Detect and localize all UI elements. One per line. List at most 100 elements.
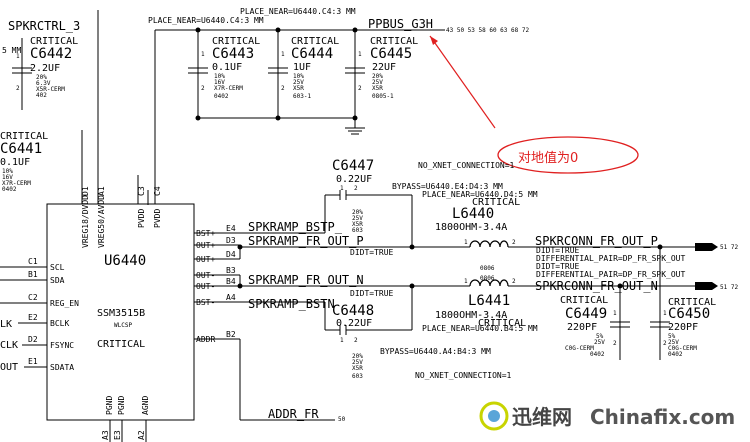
- cap-c6445: CRITICAL C6445 22UF 20% 25V X5R 0805-1 1…: [358, 36, 418, 100]
- ppbus-net-label: PPBUS_G3H: [368, 17, 433, 31]
- svg-text:ADDR: ADDR: [196, 335, 215, 344]
- svg-text:25V: 25V: [372, 79, 383, 86]
- svg-text:CRITICAL: CRITICAL: [291, 36, 339, 47]
- svg-text:2: 2: [201, 85, 205, 92]
- inductor-l6440: [469, 240, 509, 248]
- svg-text:1: 1: [281, 51, 285, 58]
- svg-text:DIFFERENTIAL_PAIR=DP_FR_SPK_OU: DIFFERENTIAL_PAIR=DP_FR_SPK_OUT: [536, 270, 685, 279]
- svg-text:CRITICAL: CRITICAL: [478, 318, 526, 329]
- svg-text:220PF: 220PF: [567, 322, 597, 333]
- svg-text:220PF: 220PF: [668, 322, 698, 333]
- ppbus-refs: 43 50 53 58 60 63 68 72: [446, 27, 529, 34]
- annotation-text: 对地值为0: [518, 150, 578, 166]
- svg-text:C6441: C6441: [0, 141, 42, 157]
- svg-text:25V: 25V: [668, 339, 679, 346]
- svg-text:C6443: C6443: [212, 46, 254, 62]
- svg-text:1: 1: [663, 310, 667, 317]
- no-xnet-top: NO_XNET_CONNECTION=1: [418, 161, 515, 170]
- svg-text:25V: 25V: [352, 215, 363, 222]
- svg-text:2: 2: [354, 337, 358, 344]
- svg-text:0806: 0806: [480, 265, 495, 272]
- svg-text:CRITICAL: CRITICAL: [668, 297, 716, 308]
- svg-text:A3: A3: [101, 430, 110, 440]
- svg-text:FSYNC: FSYNC: [50, 341, 74, 350]
- svg-text:OUT: OUT: [0, 362, 18, 373]
- svg-text:2: 2: [663, 340, 667, 347]
- svg-text:L6441: L6441: [468, 293, 510, 309]
- svg-text:B2: B2: [226, 330, 236, 339]
- svg-text:1: 1: [613, 310, 617, 317]
- svg-text:X5R: X5R: [293, 85, 304, 92]
- svg-text:CRITICAL: CRITICAL: [370, 36, 418, 47]
- svg-text:2: 2: [354, 185, 358, 192]
- cap-c6448: C6448 0.22UF 1 2 20% 25V X5R 603: [332, 303, 374, 380]
- svg-text:C6450: C6450: [668, 306, 710, 322]
- svg-text:10%: 10%: [214, 73, 225, 80]
- svg-text:B1: B1: [28, 270, 38, 279]
- svg-text:SCL: SCL: [50, 263, 65, 272]
- chip-part: SSM3515B: [97, 308, 145, 319]
- svg-text:0.1UF: 0.1UF: [0, 157, 30, 168]
- svg-text:25V: 25V: [293, 79, 304, 86]
- svg-text:SDA: SDA: [50, 276, 65, 285]
- svg-text:2.2UF: 2.2UF: [30, 63, 60, 74]
- watermark-en: Chinafix.com: [590, 405, 735, 429]
- svg-text:0402: 0402: [2, 186, 17, 193]
- cap-c6442: CRITICAL C6442 2.2UF 20% 6.3V X5R-CERM 4…: [16, 36, 78, 99]
- junction-dots-out: [237, 244, 663, 289]
- svg-text:1800OHM-3.4A: 1800OHM-3.4A: [435, 310, 507, 321]
- net-conn-n: SPKRCONN_FR_OUT_N: [535, 279, 658, 293]
- bypass-top: BYPASS=U6440.E4:D4:3 MM: [392, 182, 503, 191]
- cap-c6444: CRITICAL C6444 1UF 10% 25V X5R 603-1 1 2: [281, 36, 339, 100]
- svg-text:BST-: BST-: [196, 298, 215, 307]
- svg-text:1: 1: [16, 53, 20, 60]
- svg-text:AGND: AGND: [141, 396, 150, 415]
- annotation-callout: 对地值为0: [429, 35, 639, 174]
- svg-text:1: 1: [340, 337, 344, 344]
- svg-text:603: 603: [352, 227, 363, 234]
- svg-text:VREG18/DVDD: VREG18/DVDD: [81, 195, 90, 248]
- svg-text:C6445: C6445: [370, 46, 412, 62]
- svg-text:C3: C3: [137, 186, 146, 196]
- svg-text:C1: C1: [28, 257, 38, 266]
- no-xnet-bot: NO_XNET_CONNECTION=1: [415, 371, 512, 380]
- svg-text:C4: C4: [153, 186, 162, 196]
- svg-text:BST+: BST+: [196, 229, 215, 238]
- svg-text:0402: 0402: [214, 93, 229, 100]
- svg-text:OUT-: OUT-: [196, 271, 215, 280]
- place-near-c4-label-a: PLACE_NEAR=U6440.C4:3 MM: [240, 7, 356, 16]
- svg-text:25V: 25V: [594, 339, 605, 346]
- svg-text:0.22UF: 0.22UF: [336, 174, 372, 185]
- inductor-l6441: [469, 279, 509, 287]
- svg-text:CRITICAL: CRITICAL: [560, 295, 608, 306]
- svg-text:BCLK: BCLK: [50, 319, 69, 328]
- svg-text:E1: E1: [28, 357, 38, 366]
- svg-text:CRITICAL: CRITICAL: [212, 36, 260, 47]
- svg-text:B4: B4: [226, 277, 236, 286]
- svg-text:C6448: C6448: [332, 303, 374, 319]
- svg-text:X5R-CERM: X5R-CERM: [36, 86, 65, 93]
- svg-text:PVDD: PVDD: [137, 209, 146, 228]
- top-power-rail: [12, 10, 445, 205]
- svg-text:C6442: C6442: [30, 46, 72, 62]
- svg-text:10%: 10%: [2, 168, 13, 175]
- out-ref-p: 51 72: [720, 244, 738, 251]
- net-fr-out-p: SPKRAMP_FR_OUT_P: [248, 234, 364, 248]
- svg-text:A1: A1: [97, 186, 106, 196]
- svg-text:10%: 10%: [293, 73, 304, 80]
- addr-ref: 50: [338, 416, 346, 423]
- svg-text:PVDD: PVDD: [153, 209, 162, 228]
- cap-c6449: CRITICAL C6449 220PF 5% 25V C0G-CERM 040…: [560, 295, 617, 358]
- svg-text:D1: D1: [81, 186, 90, 196]
- svg-text:D2: D2: [28, 335, 38, 344]
- svg-text:OUT+: OUT+: [196, 241, 215, 250]
- svg-text:CLK: CLK: [0, 340, 18, 351]
- cap-c6443: CRITICAL C6443 0.1UF 10% 16V X7R-CERM 04…: [201, 36, 260, 100]
- svg-text:OUT+: OUT+: [196, 255, 215, 264]
- chip-ref: U6440: [104, 253, 146, 269]
- svg-text:C6447: C6447: [332, 158, 374, 174]
- svg-text:DIDT=TRUE: DIDT=TRUE: [536, 246, 580, 255]
- svg-text:A4: A4: [226, 293, 236, 302]
- svg-text:CRITICAL: CRITICAL: [0, 131, 48, 142]
- chip-pkg: WLCSP: [114, 322, 132, 329]
